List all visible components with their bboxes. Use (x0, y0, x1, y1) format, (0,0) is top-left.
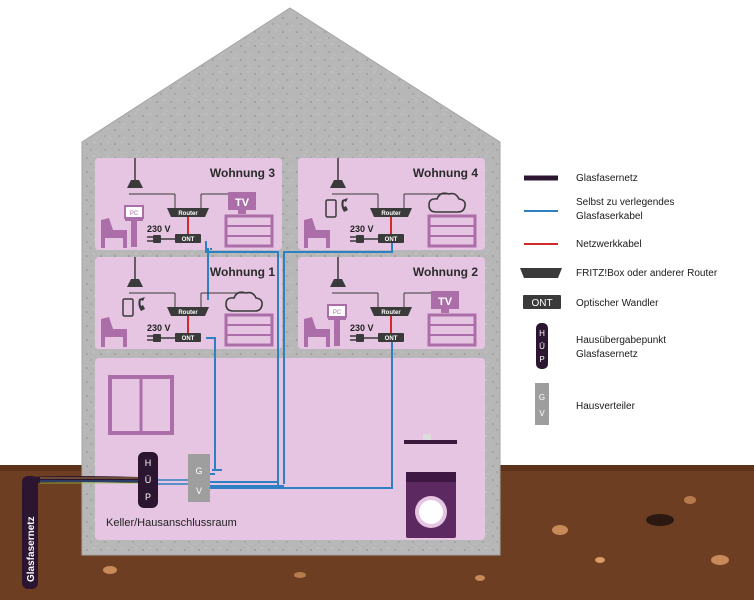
router-icon: Router (167, 208, 209, 217)
router-label: Router (381, 211, 401, 217)
router-label: Router (178, 211, 198, 217)
power-plug-icon (350, 334, 364, 342)
gv-letter-v: V (196, 486, 202, 496)
armchair-icon (101, 218, 127, 248)
legend-self-cable-label-2: Glasfaserkabel (576, 211, 643, 222)
ont-label: ONT (182, 336, 195, 342)
fiber-entry: Glasfasernetz (22, 476, 190, 589)
ont-label: ONT (182, 237, 195, 243)
ont-icon: ONT (378, 234, 404, 243)
phone-icon (325, 198, 348, 218)
dresser-icon (224, 214, 274, 248)
hup-letter-u: Ü (145, 475, 152, 485)
ont-icon: ONT (175, 234, 201, 243)
voltage-label: 230 V (147, 224, 171, 234)
legend: Glasfasernetz Selbst zu verlegendes Glas… (520, 173, 718, 425)
computer-icon: PC (327, 304, 347, 346)
fiber-vertical-label: Glasfasernetz (26, 516, 37, 582)
legend-hup-badge (536, 323, 548, 369)
router-icon: Router (370, 208, 412, 217)
cloud-icon (225, 291, 263, 312)
router-label: Router (381, 310, 401, 316)
ont-icon: ONT (175, 333, 201, 342)
legend-router-icon (520, 268, 562, 278)
apartment-title: Wohnung 3 (210, 166, 275, 180)
legend-fiber-label: Glasfasernetz (576, 173, 638, 184)
pc-label: PC (130, 211, 139, 217)
legend-router-label: FRITZ!Box oder anderer Router (576, 268, 718, 279)
gv-box (188, 454, 210, 502)
legend-hup-letter-h: H (539, 329, 545, 338)
tv-icon: TV (228, 192, 256, 214)
armchair-icon (304, 218, 330, 248)
hup-box (138, 452, 158, 508)
legend-ont-label: Optischer Wandler (576, 298, 659, 309)
pc-label: PC (333, 310, 342, 316)
legend-hup-letter-p: P (539, 355, 544, 364)
ceiling-lamp-icon (330, 279, 346, 287)
apartment-title: Wohnung 2 (413, 265, 478, 279)
apartment-title: Wohnung 1 (210, 265, 275, 279)
router-label: Router (178, 310, 198, 316)
voltage-label: 230 V (147, 323, 171, 333)
power-plug-icon (350, 235, 364, 243)
basement: H Ü P G V Keller/Hausanschlussraum (106, 375, 457, 538)
ont-label: ONT (385, 336, 398, 342)
voltage-label: 230 V (350, 224, 374, 234)
tv-label: TV (438, 296, 453, 308)
power-plug-icon (147, 334, 161, 342)
router-icon: Router (370, 307, 412, 316)
basement-title: Keller/Hausanschlussraum (106, 517, 237, 529)
cloud-icon (428, 192, 466, 213)
legend-hup-letter-u: Ü (539, 342, 545, 351)
legend-gv-badge (535, 383, 549, 425)
legend-hup-label-2: Glasfasernetz (576, 349, 638, 360)
hup-letter-h: H (145, 458, 152, 468)
gv-letter-g: G (195, 466, 202, 476)
legend-network-label: Netzwerkkabel (576, 239, 642, 250)
fiber-cables (205, 241, 393, 489)
voltage-label: 230 V (350, 323, 374, 333)
legend-gv-letter-v: V (539, 409, 545, 418)
router-icon: Router (167, 307, 209, 316)
shelf (404, 440, 457, 444)
power-plug-icon (147, 235, 161, 243)
dresser-icon (427, 214, 477, 248)
apartment-title: Wohnung 4 (413, 166, 478, 180)
legend-ont-badge-text: ONT (531, 298, 552, 309)
hup-letter-p: P (145, 492, 151, 502)
ont-icon: ONT (378, 333, 404, 342)
computer-icon: PC (124, 205, 144, 247)
legend-ont-badge (523, 295, 561, 309)
ceiling-lamp-icon (127, 279, 143, 287)
ceiling-lamp-icon (330, 180, 346, 188)
legend-hup-label-1: Hausübergabepunkt (576, 335, 666, 346)
ont-label: ONT (385, 237, 398, 243)
ceiling-lamp-icon (127, 180, 143, 188)
tv-icon: TV (431, 291, 459, 313)
dresser-icon (224, 313, 274, 347)
phone-icon (122, 297, 145, 317)
armchair-icon (101, 317, 127, 347)
legend-self-cable-label-1: Selbst zu verlegendes (576, 197, 674, 208)
armchair-icon (304, 317, 330, 347)
legend-gv-label: Hausverteiler (576, 401, 636, 412)
house (81, 7, 501, 556)
legend-gv-letter-g: G (539, 393, 545, 402)
tv-label: TV (235, 197, 250, 209)
dresser-icon (427, 313, 477, 347)
